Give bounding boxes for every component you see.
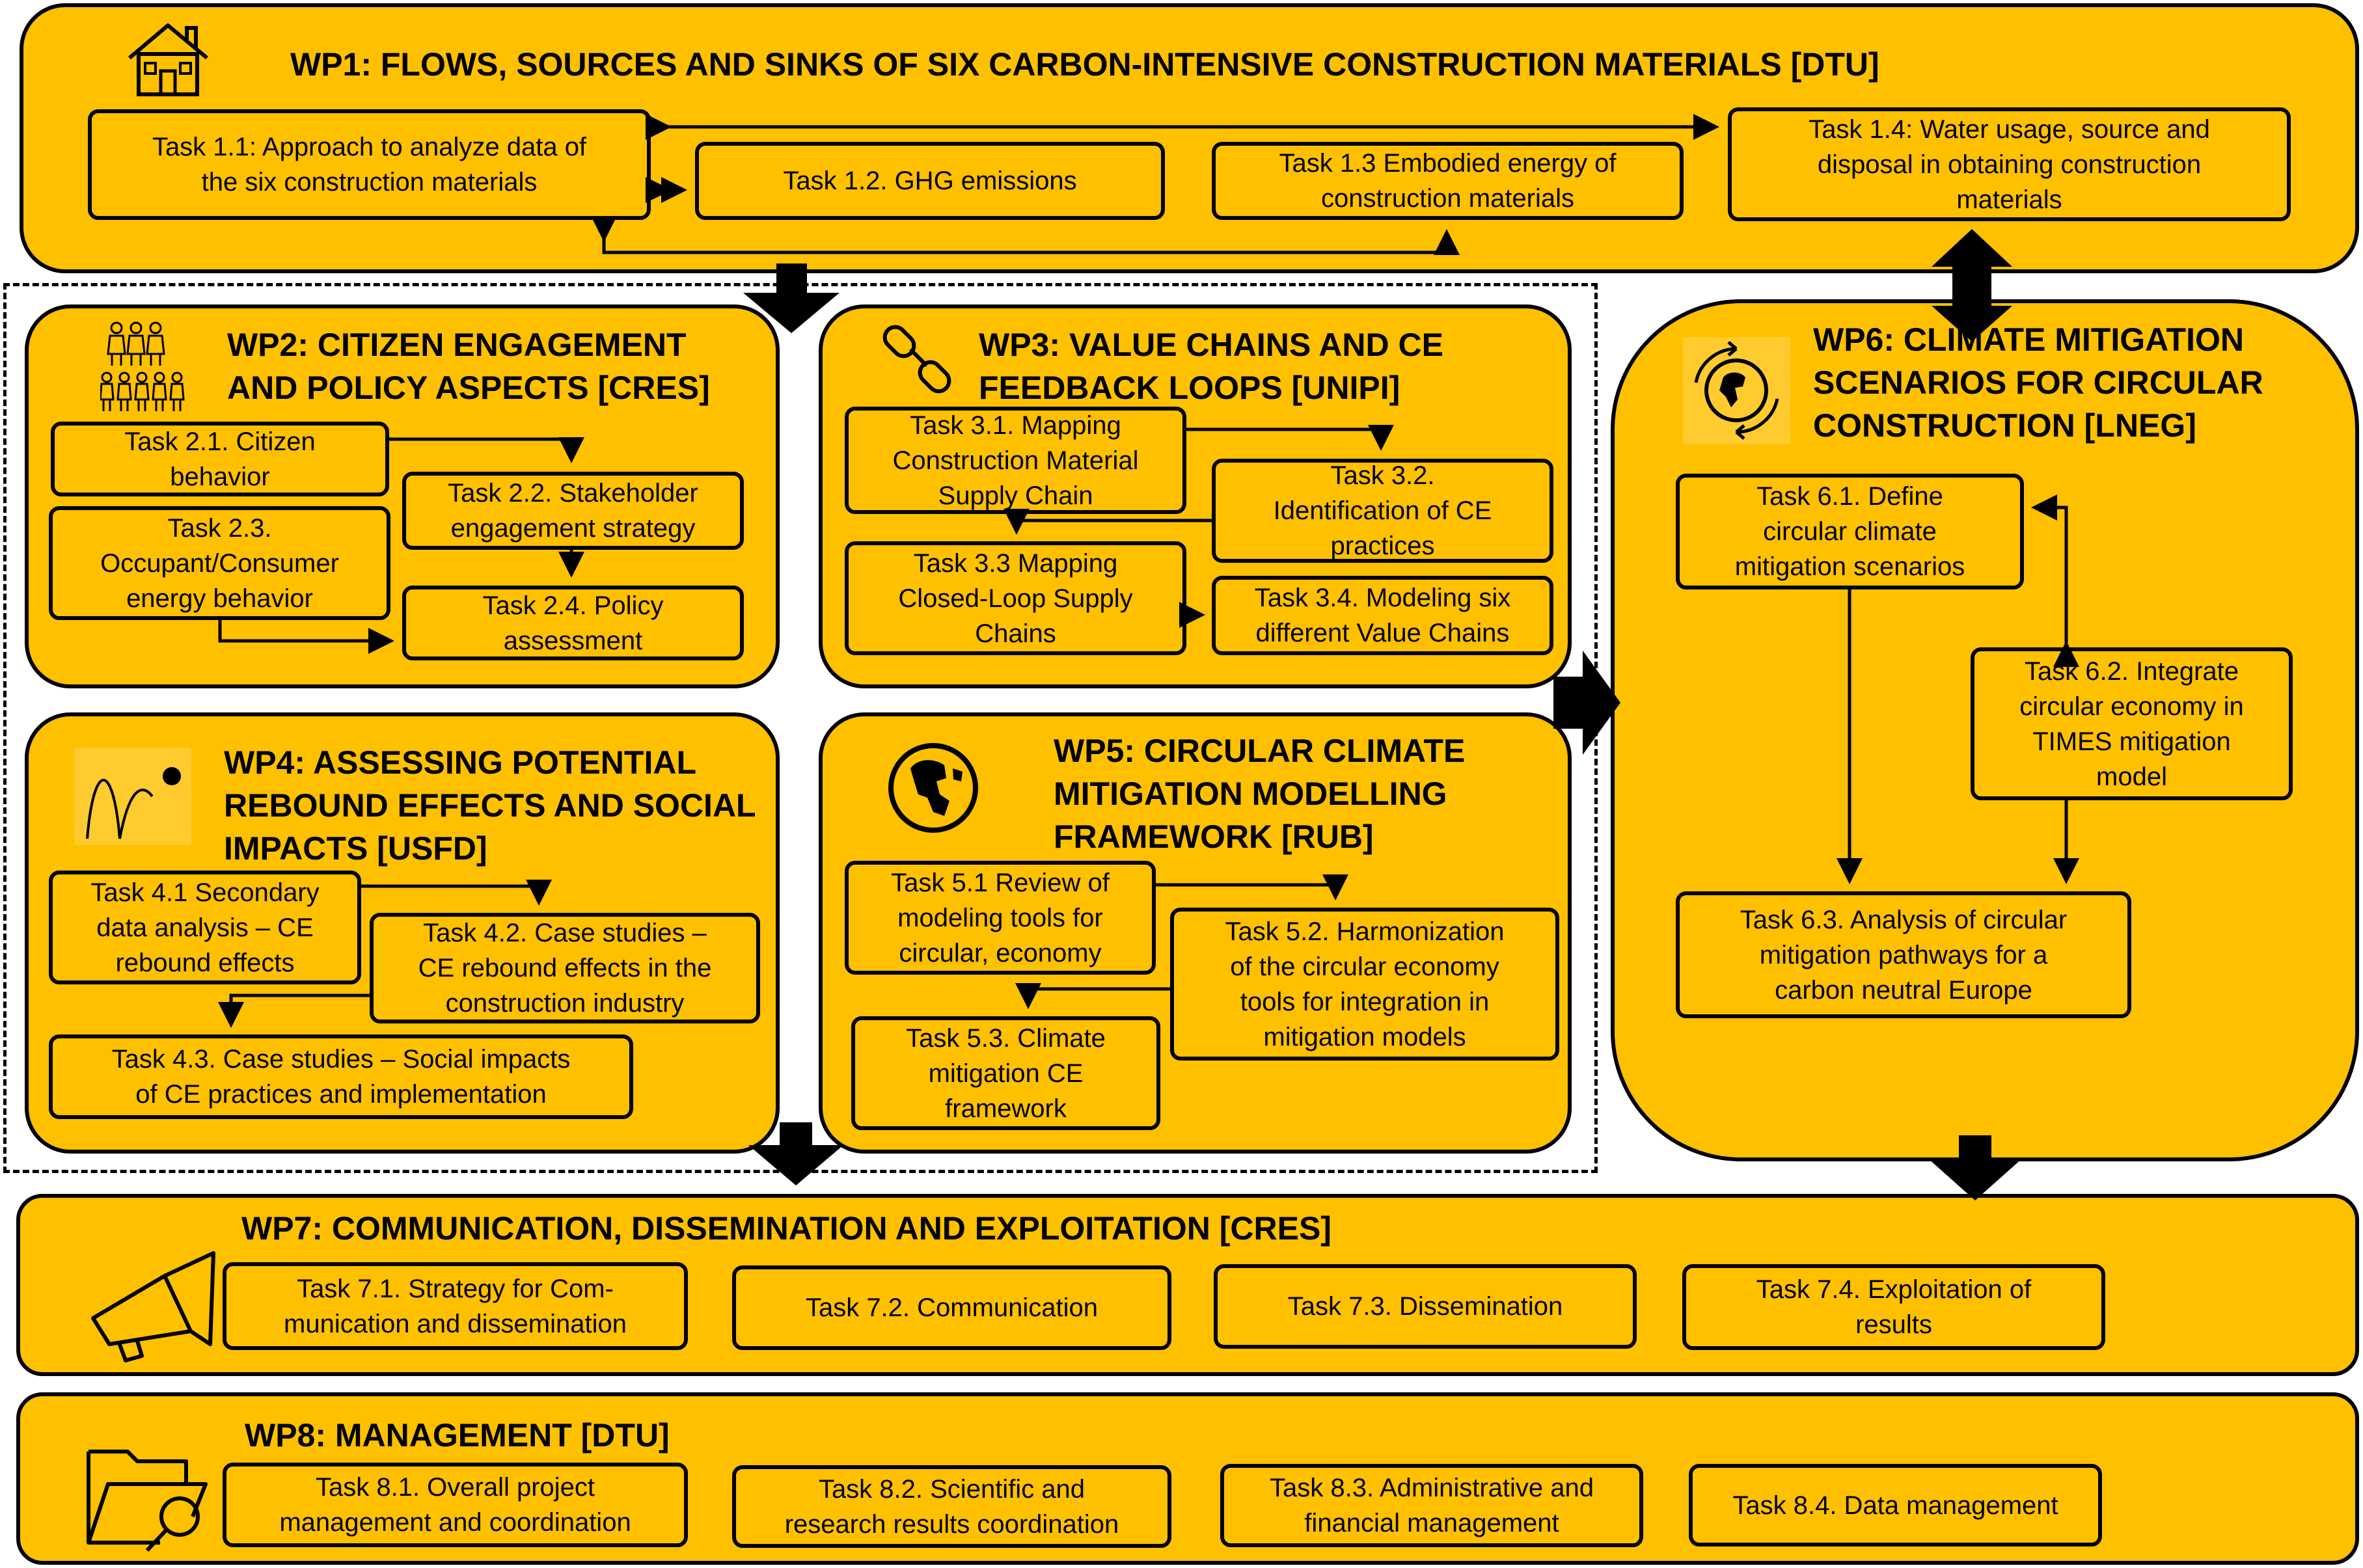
wp2-title-line2: AND POLICY ASPECTS [CRES]	[227, 370, 710, 406]
task-5-3: Task 5.3. Climate mitigation CE framewor…	[851, 1016, 1160, 1130]
wp6-title-line1: WP6: CLIMATE MITIGATION	[1813, 321, 2244, 358]
task-2-4: Task 2.4. Policy assessment	[402, 586, 744, 660]
globe-icon	[888, 743, 978, 833]
wp8-title: WP8: MANAGEMENT [DTU]	[245, 1417, 670, 1453]
task-8-2: Task 8.2. Scientific and research result…	[732, 1465, 1171, 1548]
task-3-4: Task 3.4. Modeling six different Value C…	[1212, 576, 1553, 655]
wp5-title-line2: MITIGATION MODELLING	[1054, 776, 1447, 812]
task-4-3: Task 4.3. Case studies – Social impacts …	[49, 1034, 633, 1119]
task-6-3: Task 6.3. Analysis of circular mitigatio…	[1676, 891, 2131, 1018]
task-5-2: Task 5.2. Harmonization of the circular …	[1170, 908, 1559, 1061]
wp1-title: WP1: FLOWS, SOURCES AND SINKS OF SIX CAR…	[290, 46, 1879, 83]
wp7-title: WP7: COMMUNICATION, DISSEMINATION AND EX…	[241, 1210, 1332, 1247]
wp3-title-line2: FEEDBACK LOOPS [UNIPI]	[979, 370, 1400, 406]
earth-cycle-icon	[1683, 337, 1790, 444]
megaphone-icon	[91, 1251, 215, 1362]
task-3-3: Task 3.3 Mapping Closed-Loop Supply Chai…	[845, 541, 1186, 655]
wp5-title-line1: WP5: CIRCULAR CLIMATE	[1054, 733, 1466, 769]
task-8-3: Task 8.3. Administrative and financial m…	[1220, 1464, 1643, 1547]
task-8-4: Task 8.4. Data management	[1689, 1464, 2102, 1547]
wp4-title-line3: IMPACTS [USFD]	[224, 830, 487, 867]
wp6-title-line3: CONSTRUCTION [LNEG]	[1813, 407, 2196, 444]
task-4-1: Task 4.1 Secondary data analysis – CE re…	[49, 871, 361, 984]
task-3-2: Task 3.2. Identification of CE practices	[1212, 459, 1553, 563]
task-2-2: Task 2.2. Stakeholder engagement strateg…	[402, 472, 744, 550]
chain-link-icon	[882, 325, 951, 394]
task-2-3: Task 2.3. Occupant/Consumer energy behav…	[49, 506, 390, 620]
task-7-1: Task 7.1. Strategy for Com- munication a…	[223, 1262, 688, 1350]
task-1-2: Task 1.2. GHG emissions	[695, 142, 1165, 220]
wp6-title-line2: SCENARIOS FOR CIRCULAR	[1813, 364, 2263, 401]
task-3-1: Task 3.1. Mapping Construction Material …	[845, 407, 1186, 514]
folder-search-icon	[87, 1450, 208, 1552]
task-1-1: Task 1.1: Approach to analyze data of th…	[88, 109, 651, 220]
task-7-3: Task 7.3. Dissemination	[1214, 1264, 1637, 1349]
task-4-2: Task 4.2. Case studies – CE rebound effe…	[370, 913, 760, 1023]
people-icon	[100, 321, 185, 411]
wp4-title-line2: REBOUND EFFECTS AND SOCIAL	[224, 787, 756, 824]
task-2-1: Task 2.1. Citizen behavior	[51, 422, 389, 496]
wp4-title-line1: WP4: ASSESSING POTENTIAL	[224, 744, 697, 781]
wp2-title-line1: WP2: CITIZEN ENGAGEMENT	[227, 327, 687, 363]
task-1-3: Task 1.3 Embodied energy of construction…	[1212, 142, 1684, 220]
task-6-1: Task 6.1. Define circular climate mitiga…	[1676, 474, 2024, 589]
task-5-1: Task 5.1 Review of modeling tools for ci…	[845, 861, 1156, 975]
bounce-ball-icon	[74, 748, 191, 845]
house-icon	[128, 23, 208, 96]
task-8-1: Task 8.1. Overall project management and…	[223, 1463, 688, 1547]
wp3-title-line1: WP3: VALUE CHAINS AND CE	[979, 327, 1443, 363]
task-7-2: Task 7.2. Communication	[732, 1265, 1171, 1350]
task-1-4: Task 1.4: Water usage, source and dispos…	[1728, 107, 2291, 221]
task-7-4: Task 7.4. Exploitation of results	[1682, 1264, 2105, 1350]
wp5-title-line3: FRAMEWORK [RUB]	[1054, 818, 1374, 855]
task-6-2: Task 6.2. Integrate circular economy in …	[1971, 647, 2293, 800]
